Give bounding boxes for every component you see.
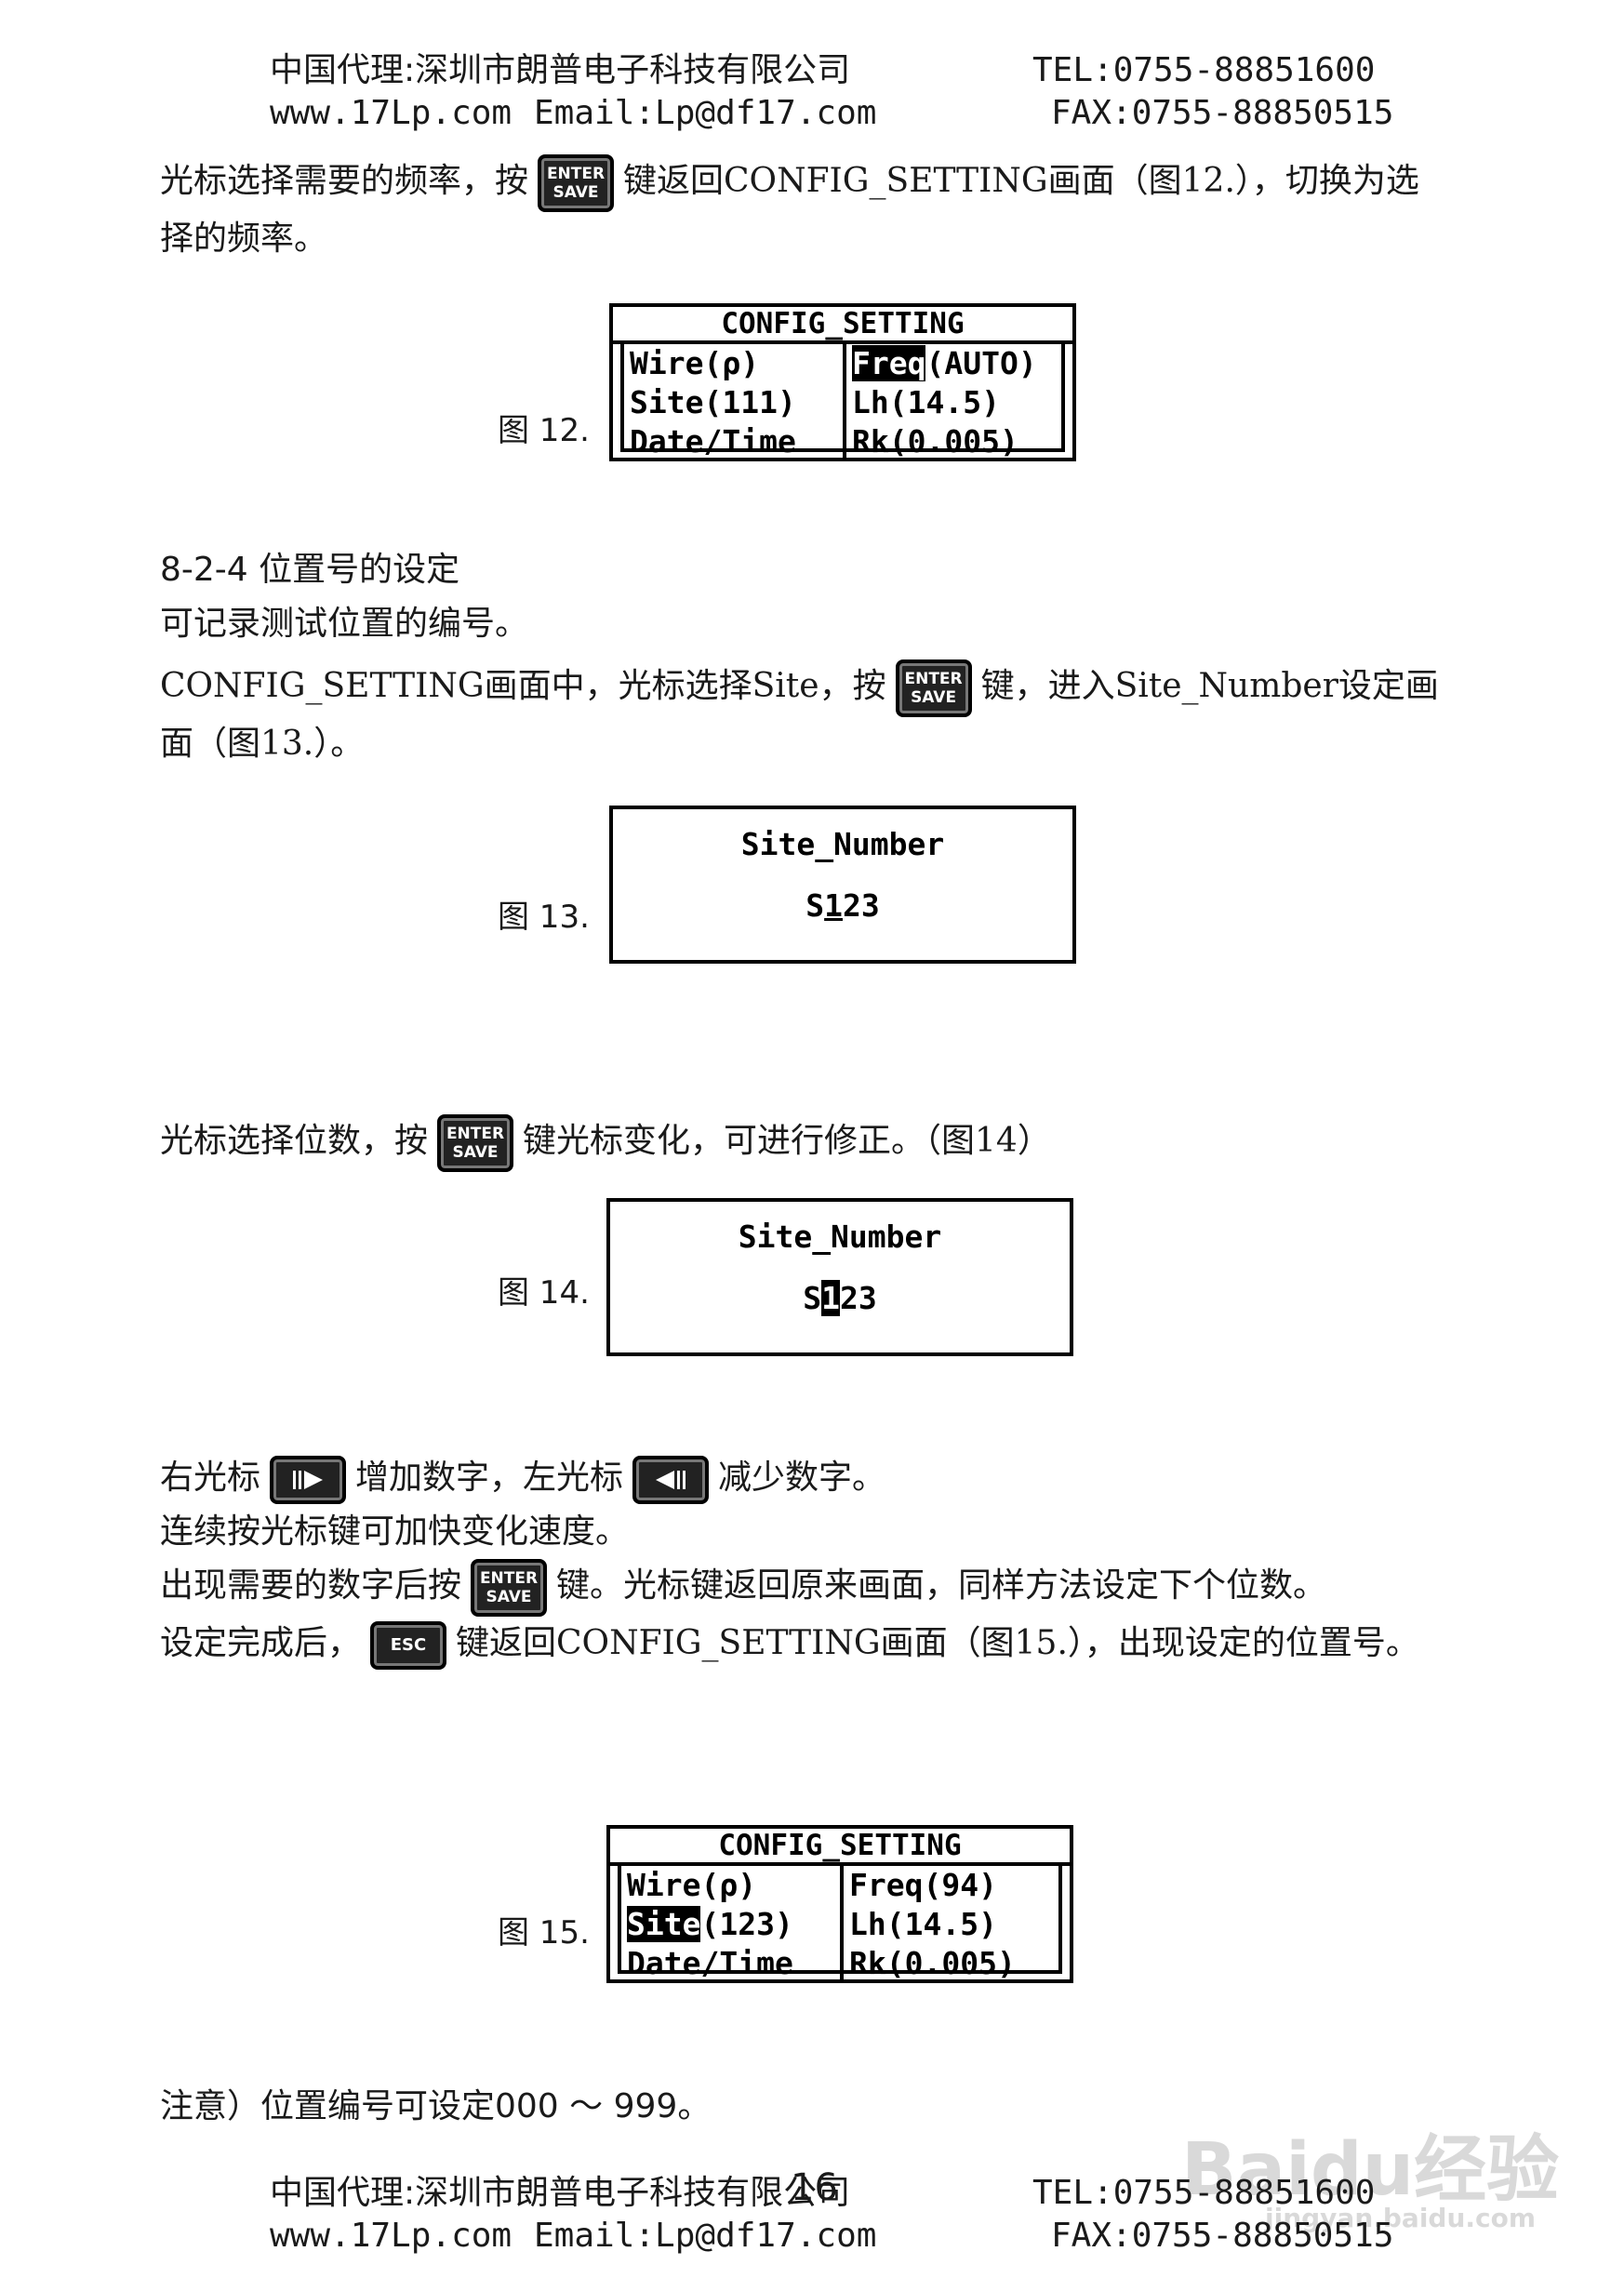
lcd-title: Site_Number [738,1219,942,1255]
left-cursor-icon [632,1456,710,1504]
header-web: www.17Lp.com [270,94,512,132]
text: 光标选择需要的频率，按 [160,162,529,200]
lcd-left-column: Wire(ρ) Site(123) Date/Time [621,1866,840,1983]
figure-13-label: 图 13. [498,899,590,936]
esc-key-icon: ESC [370,1621,447,1670]
section-heading: 8-2-4 位置号的设定 [160,551,460,589]
footer-agent: 中国代理:深圳市朗普电子科技有限公司 [270,2174,851,2212]
text: 出现需要的数字后按 [160,1566,462,1605]
figure-14-label: 图 14. [498,1274,590,1312]
baidu-watermark-logo: Baidu经验 [1181,2128,1560,2212]
figure-12-label: 图 12. [498,412,590,449]
lcd-cursor-highlight: Freq [852,345,926,381]
lcd-item-rk: Rk(0.005) [849,1945,1016,1981]
lcd-site-number-edit: Site_Number S123 [606,1198,1073,1356]
lcd-right-column: Freq(AUTO) Lh(14.5) Rk(0.005) [843,344,1061,461]
paragraph-adjust: 右光标 增加数字，左光标 减少数字。 连续按光标键可加快变化速度。 出现需要的数字后… [160,1451,1419,1671]
note: 注意）位置编号可设定000 ～ 999。 [160,2087,712,2125]
lcd-left-column: Wire(ρ) Site(111) Date/Time [624,344,843,461]
lcd-item-rk: Rk(0.005) [852,423,1018,460]
lcd-title: CONFIG_SETTING [613,307,1072,344]
footer-web: www.17Lp.com [270,2217,512,2255]
lcd-item-wire: Wire(ρ) [627,1867,757,1903]
header-email: Email:Lp@df17.com [534,94,877,132]
right-cursor-icon [270,1456,347,1504]
header-agent: 中国代理:深圳市朗普电子科技有限公司 [270,51,851,89]
text: 键返回CONFIG_SETTING画面（图15.），出现设定的位置号。 [456,1624,1419,1662]
text: 键。光标键返回原来画面，同样方法设定下个位数。 [556,1566,1327,1605]
lcd-cursor-highlight: Site [627,1906,701,1942]
lcd-right-column: Freq(94) Lh(14.5) Rk(0.005) [840,1866,1058,1983]
baidu-watermark-url: jingyan.baidu.com [1265,2203,1537,2233]
text: 减少数字。 [718,1459,886,1497]
lcd-block-cursor: 1 [821,1280,840,1316]
page-number: 16 [791,2166,838,2209]
lcd-site-number: Site_Number S123 [609,806,1076,964]
text: 设定完成后， [160,1624,362,1662]
section-description: 可记录测试位置的编号。 [160,605,529,643]
lcd-item-datetime: Date/Time [627,1945,793,1981]
text: 光标选择位数，按 [160,1122,429,1160]
lcd-item-site: Site(111) [630,384,796,420]
figure-15-label: 图 15. [498,1914,590,1952]
lcd-item-datetime: Date/Time [630,423,796,460]
text: 右光标 [160,1459,261,1497]
header-tel: TEL:0755-88851600 [1032,51,1376,89]
text: CONFIG_SETTING画面中，光标选择Site，按 [160,667,886,705]
text: 连续按光标键可加快变化速度。 [160,1512,630,1551]
text: 键光标变化，可进行修正。（图14） [523,1122,1051,1160]
lcd-item-lh: Lh(14.5) [849,1906,997,1942]
lcd-item-site: Site(123) [627,1906,793,1942]
text: 键，进入Site_Number设定画 [980,667,1439,705]
lcd-underline-cursor: 1 [824,887,843,924]
lcd-item-wire: Wire(ρ) [630,345,760,381]
header-fax: FAX:0755-88850515 [1051,94,1394,132]
text: 键返回CONFIG_SETTING画面（图12.），切换为选 [623,162,1419,200]
footer-tel: TEL:0755-88851600 [1032,2174,1376,2212]
lcd-title: Site_Number [740,826,945,862]
text: 面（图13.）。 [160,725,365,763]
lcd-item-lh: Lh(14.5) [852,384,1000,420]
lcd-item-freq: Freq(AUTO) [852,345,1037,381]
lcd-item-freq: Freq(94) [849,1867,997,1903]
footer-email: Email:Lp@df17.com [534,2217,877,2255]
lcd-config-setting-freq: CONFIG_SETTING Wire(ρ) Site(111) Date/Ti… [609,303,1076,461]
lcd-site-value: S123 [805,887,880,924]
lcd-title: CONFIG_SETTING [610,1829,1070,1866]
footer-fax: FAX:0755-88850515 [1051,2217,1394,2255]
lcd-config-setting-site: CONFIG_SETTING Wire(ρ) Site(123) Date/Ti… [606,1825,1073,1983]
text: 择的频率。 [160,220,328,258]
lcd-site-value: S123 [803,1280,877,1316]
text: 增加数字，左光标 [355,1459,624,1497]
